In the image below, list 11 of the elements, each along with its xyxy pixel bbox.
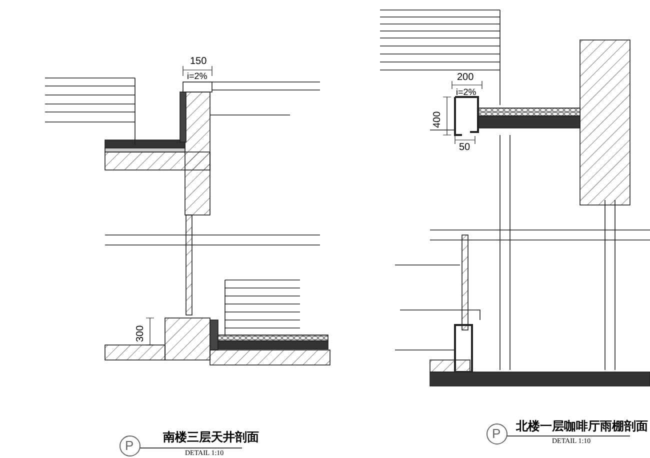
detail-marker-letter: P bbox=[125, 439, 134, 452]
slope-text: i=2% bbox=[187, 72, 208, 81]
dimension-text: 200 bbox=[457, 73, 474, 83]
dimension-text: 150 bbox=[190, 57, 207, 67]
dimension-text: 300 bbox=[136, 325, 146, 342]
drawing-title: 北楼一层咖啡厅雨棚剖面 bbox=[516, 420, 648, 432]
slope-text: i=2% bbox=[456, 88, 476, 97]
dimension-text: 400 bbox=[433, 111, 443, 128]
dimension-text: 50 bbox=[459, 143, 470, 153]
drawing-title: 南楼三层天井剖面 bbox=[163, 431, 259, 443]
detail-marker-letter: P bbox=[492, 427, 501, 440]
